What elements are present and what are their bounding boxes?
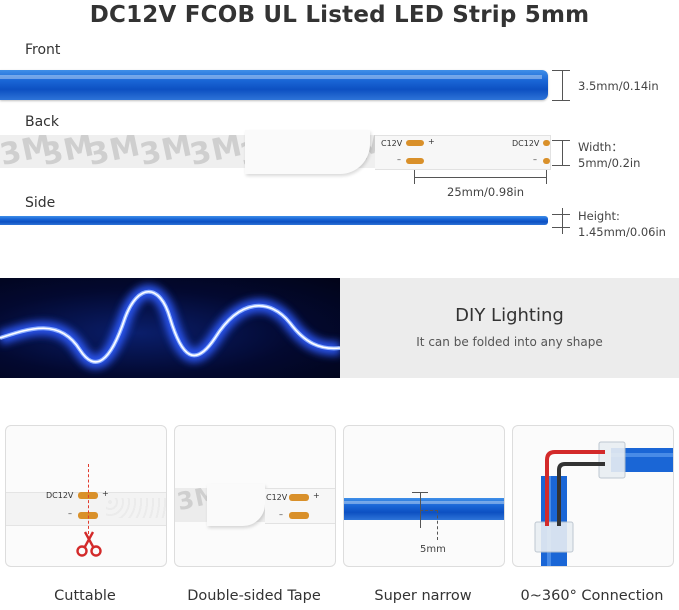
front-label: Front bbox=[25, 42, 61, 58]
solder-pad bbox=[406, 158, 424, 164]
diy-lighting-photo bbox=[0, 278, 340, 378]
glowing-strip-illustration bbox=[0, 284, 340, 369]
pad-label: C12V bbox=[266, 493, 288, 502]
scissors-icon bbox=[76, 531, 102, 557]
front-strip bbox=[0, 70, 548, 100]
front-dim-top bbox=[552, 70, 570, 71]
feature-card-connection bbox=[512, 425, 674, 567]
feature-card-tape: 3M 3M C12V + – bbox=[174, 425, 336, 567]
width-text-2: 5mm/0.2in bbox=[578, 156, 641, 170]
caption-narrow: Super narrow bbox=[374, 588, 472, 604]
pad-label-right: DC12V bbox=[512, 139, 540, 148]
plus-sign: + bbox=[102, 489, 109, 498]
cut-line bbox=[88, 464, 89, 534]
width-text-1: Width： bbox=[578, 140, 623, 154]
back-label: Back bbox=[25, 114, 59, 130]
feature-card-cuttable: DC12V + – bbox=[5, 425, 167, 567]
diy-lighting-subtitle: It can be folded into any shape bbox=[416, 335, 603, 349]
height-text-1: Height: bbox=[578, 209, 620, 223]
minus-sign: – bbox=[279, 510, 283, 519]
minus-sign: – bbox=[68, 509, 72, 518]
width-dim-bottom bbox=[552, 165, 570, 166]
l-connector-illustration bbox=[534, 441, 673, 566]
front-dim-bottom bbox=[552, 100, 570, 101]
solder-pad bbox=[289, 512, 309, 519]
height-dim-line bbox=[562, 208, 563, 234]
height-dim-bottom bbox=[552, 227, 570, 228]
width-dim-line bbox=[562, 140, 563, 166]
pad-label: DC12V bbox=[46, 491, 74, 500]
height-text-2: 1.45mm/0.06in bbox=[578, 225, 666, 239]
front-dim-text: 3.5mm/0.14in bbox=[578, 79, 659, 93]
peeled-liner bbox=[245, 130, 370, 174]
plus-sign: + bbox=[313, 491, 320, 500]
pitch-text: 25mm/0.98in bbox=[447, 185, 525, 199]
front-dim-line bbox=[562, 70, 563, 101]
narrow-dim-text: 5mm bbox=[420, 544, 446, 555]
diy-lighting-title: DIY Lighting bbox=[455, 305, 564, 326]
narrow-strip bbox=[344, 498, 504, 520]
caption-tape: Double-sided Tape bbox=[187, 588, 321, 604]
solder-pad bbox=[543, 158, 550, 164]
minus-sign: – bbox=[397, 155, 401, 164]
side-strip bbox=[0, 216, 548, 225]
pitch-dim-line bbox=[414, 177, 547, 178]
diy-lighting-panel bbox=[340, 278, 679, 378]
feature-card-narrow: 5mm bbox=[343, 425, 505, 567]
peeled-liner bbox=[207, 484, 265, 526]
pad-label-left: C12V bbox=[381, 139, 403, 148]
plus-sign: + bbox=[428, 137, 435, 146]
tape-print: 3M bbox=[84, 135, 144, 168]
solder-pad bbox=[406, 140, 424, 146]
caption-connection: 0~360° Connection bbox=[520, 588, 664, 604]
strip-back-pcb bbox=[375, 135, 551, 170]
side-label: Side bbox=[25, 195, 56, 211]
minus-sign: – bbox=[533, 155, 537, 164]
page-title: DC12V FCOB UL Listed LED Strip 5mm bbox=[89, 2, 590, 28]
caption-cuttable: Cuttable bbox=[54, 588, 116, 604]
solder-pad bbox=[289, 494, 309, 501]
solder-pad bbox=[543, 140, 550, 146]
width-dim-top bbox=[552, 140, 570, 141]
height-dim-top bbox=[552, 214, 570, 215]
